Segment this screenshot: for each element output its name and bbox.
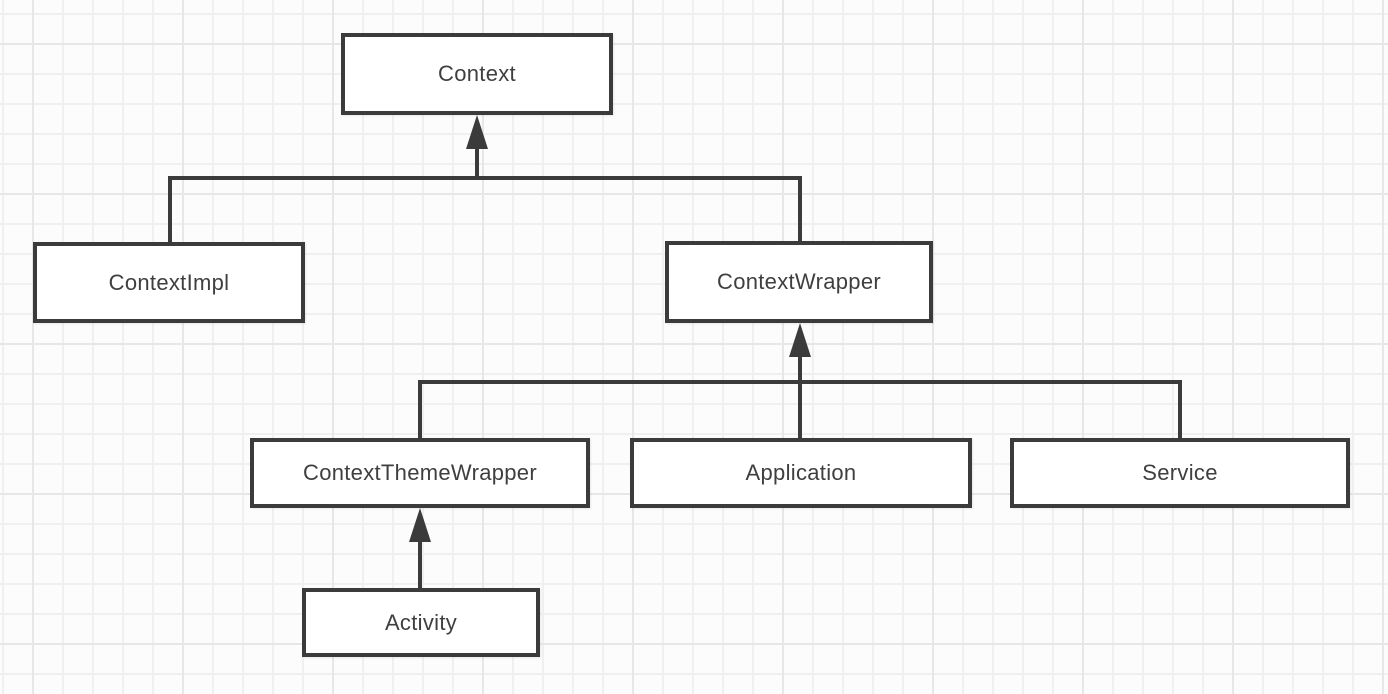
node-label: Service — [1142, 460, 1218, 485]
node-label: Context — [438, 61, 516, 86]
edge-contextwrapper-to-context — [798, 176, 802, 241]
node-label: ContextThemeWrapper — [303, 460, 537, 485]
node-application: Application — [630, 438, 972, 508]
node-contextimpl: ContextImpl — [33, 242, 305, 323]
edge-contextthemewrapper-to-bus — [418, 380, 422, 438]
edge-stem-to-context — [475, 147, 479, 180]
edge-application-to-contextwrapper — [798, 355, 802, 438]
arrow-up-icon — [466, 115, 488, 149]
edge-activity-to-contextthemewrapper — [418, 540, 422, 588]
node-context: Context — [341, 33, 613, 115]
arrow-up-icon — [789, 323, 811, 357]
edge-contextimpl-to-context — [168, 176, 172, 242]
node-activity: Activity — [302, 588, 540, 657]
edge-bus-context-children — [168, 176, 802, 180]
node-contextwrapper: ContextWrapper — [665, 241, 933, 323]
edge-service-to-bus — [1178, 380, 1182, 438]
node-contextthemewrapper: ContextThemeWrapper — [250, 438, 590, 508]
node-label: ContextImpl — [108, 269, 230, 295]
arrow-up-icon — [409, 508, 431, 542]
node-label: Application — [745, 460, 857, 485]
node-service: Service — [1010, 438, 1350, 508]
node-label: Activity — [384, 609, 458, 635]
node-label: ContextWrapper — [717, 269, 881, 294]
